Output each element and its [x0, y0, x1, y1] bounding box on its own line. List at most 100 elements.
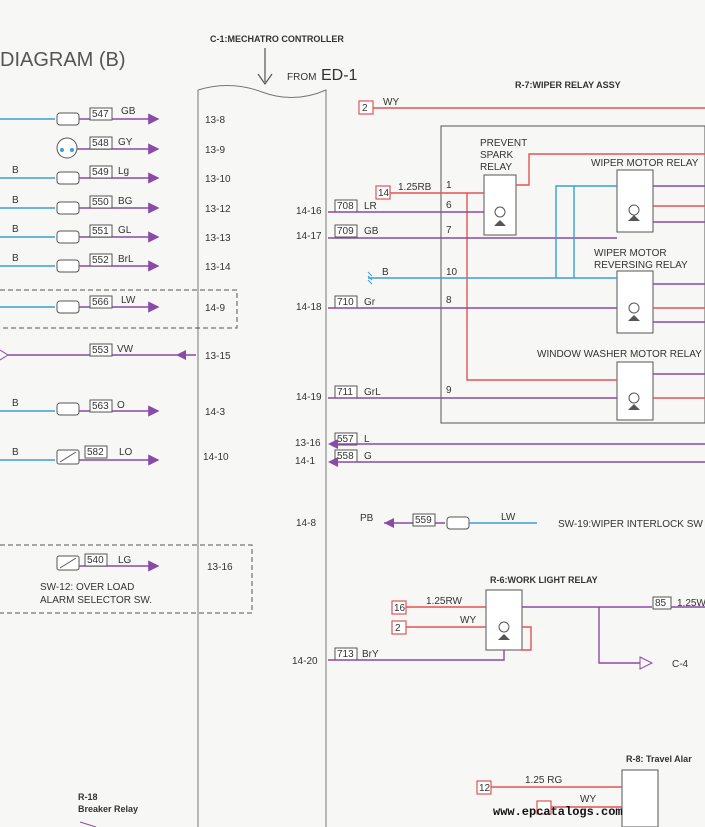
watermark: www.epcatalogs.com: [493, 805, 623, 819]
wire-547-color: GB: [121, 106, 136, 117]
svg-text:13-13: 13-13: [205, 233, 231, 244]
svg-text:558: 558: [337, 451, 354, 462]
svg-text:WIPER MOTOR: WIPER MOTOR: [594, 248, 667, 259]
svg-text:WY: WY: [460, 615, 476, 626]
svg-text:BrY: BrY: [362, 649, 379, 660]
svg-text:13-14: 13-14: [205, 262, 231, 273]
svg-text:551: 551: [92, 226, 109, 237]
svg-text:B: B: [12, 224, 19, 235]
svg-text:L: L: [364, 434, 370, 445]
svg-text:WIPER MOTOR RELAY: WIPER MOTOR RELAY: [591, 158, 699, 169]
svg-text:14-8: 14-8: [296, 518, 316, 529]
svg-text:10: 10: [446, 267, 458, 278]
svg-text:557: 557: [337, 434, 354, 445]
svg-text:PB: PB: [360, 513, 374, 524]
svg-text:13-15: 13-15: [205, 351, 231, 362]
svg-text:B: B: [382, 267, 389, 278]
svg-text:WY: WY: [580, 794, 596, 805]
svg-text:13-9: 13-9: [205, 145, 225, 156]
svg-text:O: O: [117, 400, 125, 411]
svg-text:14-16: 14-16: [296, 206, 322, 217]
svg-text:C-4: C-4: [672, 659, 689, 670]
svg-text:13-16: 13-16: [295, 438, 321, 449]
from-code: ED-1: [321, 67, 358, 84]
svg-text:2: 2: [362, 103, 368, 114]
svg-text:LG: LG: [118, 555, 132, 566]
svg-text:GY: GY: [118, 137, 133, 148]
svg-text:VW: VW: [117, 344, 134, 355]
svg-text:LO: LO: [119, 447, 133, 458]
svg-text:1.25 RG: 1.25 RG: [525, 775, 562, 786]
r6-title: R-6:WORK LIGHT RELAY: [490, 575, 598, 585]
svg-text:16: 16: [394, 603, 406, 614]
svg-text:711: 711: [337, 387, 353, 398]
diagram-title: DIAGRAM (B): [0, 49, 126, 71]
svg-text:B: B: [12, 447, 19, 458]
svg-text:14-17: 14-17: [296, 231, 322, 242]
svg-text:14-19: 14-19: [296, 392, 322, 403]
svg-text:14-9: 14-9: [205, 303, 225, 314]
svg-text:14-3: 14-3: [205, 407, 225, 418]
svg-text:13-10: 13-10: [205, 174, 231, 185]
svg-text:9: 9: [446, 385, 452, 396]
svg-text:7: 7: [446, 225, 452, 236]
svg-text:B: B: [12, 398, 19, 409]
svg-text:14-10: 14-10: [203, 452, 229, 463]
from-label: FROM: [287, 72, 316, 83]
r18-title: R-18: [78, 792, 98, 802]
svg-text:1.25RW: 1.25RW: [426, 596, 463, 607]
svg-text:14: 14: [378, 188, 390, 199]
right-circuits: R-7:WIPER RELAY ASSY 2 WY PREVENT SPARK …: [292, 80, 705, 827]
svg-text:1.25W: 1.25W: [677, 598, 705, 609]
svg-text:13-16: 13-16: [207, 562, 233, 573]
wire-547-pin: 13-8: [205, 115, 225, 126]
svg-text:G: G: [364, 451, 372, 462]
svg-text:RELAY: RELAY: [480, 162, 512, 173]
svg-text:BG: BG: [118, 196, 133, 207]
svg-text:WINDOW WASHER MOTOR RELAY: WINDOW WASHER MOTOR RELAY: [537, 349, 702, 360]
svg-text:SPARK: SPARK: [480, 150, 513, 161]
svg-text:LR: LR: [364, 201, 377, 212]
svg-text:710: 710: [337, 297, 354, 308]
svg-text:540: 540: [87, 555, 104, 566]
svg-text:2: 2: [395, 623, 401, 634]
svg-text:552: 552: [92, 255, 109, 266]
svg-text:14-20: 14-20: [292, 656, 318, 667]
r18-subtitle: Breaker Relay: [78, 804, 138, 814]
controller-box: [197, 84, 327, 827]
svg-text:6: 6: [446, 200, 452, 211]
svg-text:582: 582: [87, 447, 104, 458]
svg-text:B: B: [12, 165, 19, 176]
svg-text:549: 549: [92, 167, 109, 178]
svg-text:LW: LW: [501, 512, 516, 523]
svg-text:GL: GL: [118, 225, 132, 236]
svg-text:708: 708: [337, 201, 354, 212]
sw19-label: SW-19:WIPER INTERLOCK SW: [558, 519, 703, 530]
sw12-label-1: SW-12: OVER LOAD: [40, 582, 134, 593]
svg-text:Lg: Lg: [118, 166, 129, 177]
svg-text:553: 553: [92, 345, 109, 356]
svg-text:GrL: GrL: [364, 387, 381, 398]
svg-text:B: B: [12, 195, 19, 206]
wire-547-id: 547: [92, 109, 109, 120]
svg-text:LW: LW: [121, 295, 136, 306]
svg-text:1.25RB: 1.25RB: [398, 182, 432, 193]
svg-text:14-1: 14-1: [295, 456, 315, 467]
svg-text:550: 550: [92, 197, 109, 208]
svg-text:566: 566: [92, 297, 109, 308]
svg-text:563: 563: [92, 401, 109, 412]
r7-title: R-7:WIPER RELAY ASSY: [515, 80, 621, 90]
svg-text:PREVENT: PREVENT: [480, 138, 527, 149]
svg-text:709: 709: [337, 226, 354, 237]
sw12-label-2: ALARM SELECTOR SW.: [40, 595, 152, 606]
svg-text:14-18: 14-18: [296, 302, 322, 313]
svg-text:GB: GB: [364, 226, 379, 237]
controller-title: C-1:MECHATRO CONTROLLER: [210, 34, 344, 44]
svg-text:WY: WY: [383, 97, 399, 108]
svg-text:REVERSING RELAY: REVERSING RELAY: [594, 260, 688, 271]
svg-text:559: 559: [415, 515, 432, 526]
svg-text:B: B: [12, 253, 19, 264]
svg-text:1: 1: [446, 180, 452, 191]
